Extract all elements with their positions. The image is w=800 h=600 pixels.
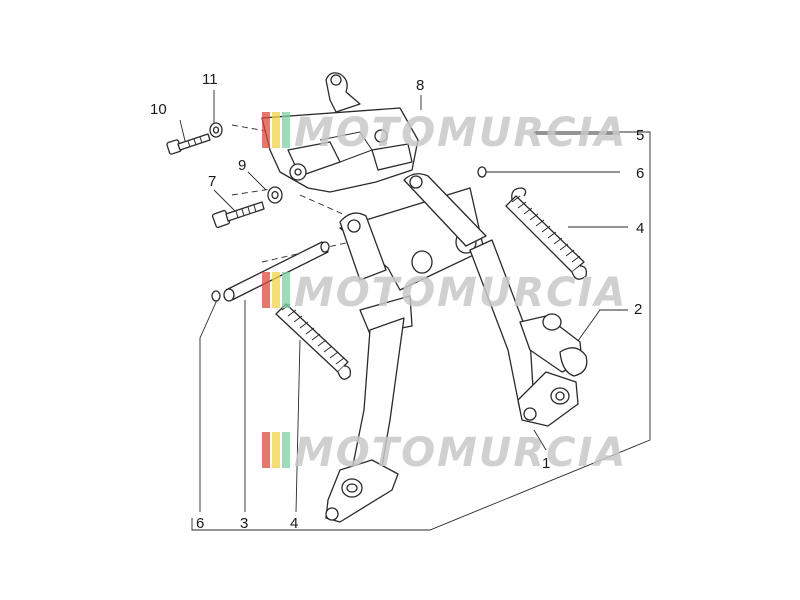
callout-5: 5 — [636, 127, 644, 144]
callout-10: 10 — [150, 101, 167, 118]
callout-1: 1 — [542, 455, 550, 472]
watermark-stripe-red — [262, 432, 270, 468]
callout-8: 8 — [416, 77, 424, 94]
callout-6-bottom: 6 — [196, 515, 204, 532]
watermark-logos: MOTOMURCIA MOTOMURCIA MOTOMURCIA — [262, 110, 627, 476]
spring-4-right — [505, 187, 588, 280]
watermark-text: MOTOMURCIA — [294, 270, 627, 316]
watermark-middle: MOTOMURCIA — [262, 270, 627, 316]
pin-3 — [223, 241, 330, 302]
spring-4-left — [275, 303, 352, 380]
watermark-text: MOTOMURCIA — [294, 110, 627, 156]
watermark-stripe-green — [282, 432, 290, 468]
washer-11 — [209, 122, 223, 138]
bracket-8 — [261, 72, 419, 193]
center-stand-1 — [325, 173, 579, 523]
ring-6-left — [211, 290, 221, 302]
watermark-stripe-yellow — [272, 272, 280, 308]
callout-4-bottom: 4 — [290, 515, 298, 532]
watermark-stripe-yellow — [272, 432, 280, 468]
watermark-stripe-green — [282, 272, 290, 308]
washer-9 — [267, 186, 283, 204]
watermark-stripe-red — [262, 272, 270, 308]
callout-11: 11 — [202, 71, 218, 88]
assembly-bracket — [191, 131, 651, 531]
watermark-stripe-yellow — [272, 112, 280, 148]
callout-3: 3 — [240, 515, 248, 532]
callout-4-right: 4 — [636, 220, 644, 237]
callout-2: 2 — [634, 301, 642, 318]
callout-6-top: 6 — [636, 165, 644, 182]
watermark-top: MOTOMURCIA — [262, 110, 627, 156]
watermark-stripe-green — [282, 112, 290, 148]
ring-6-top — [477, 166, 487, 178]
watermark-text: MOTOMURCIA — [294, 430, 627, 476]
leader-lines — [179, 90, 628, 513]
callout-labels: 10 11 8 5 6 9 7 4 2 1 6 3 4 — [150, 71, 644, 532]
bolt-10 — [166, 133, 211, 155]
bolt-7 — [211, 201, 265, 229]
callout-7: 7 — [208, 173, 216, 190]
kick-lever-2 — [519, 313, 588, 377]
watermark-stripe-red — [262, 112, 270, 148]
callout-9: 9 — [238, 157, 246, 174]
watermark-bottom: MOTOMURCIA — [262, 430, 627, 476]
